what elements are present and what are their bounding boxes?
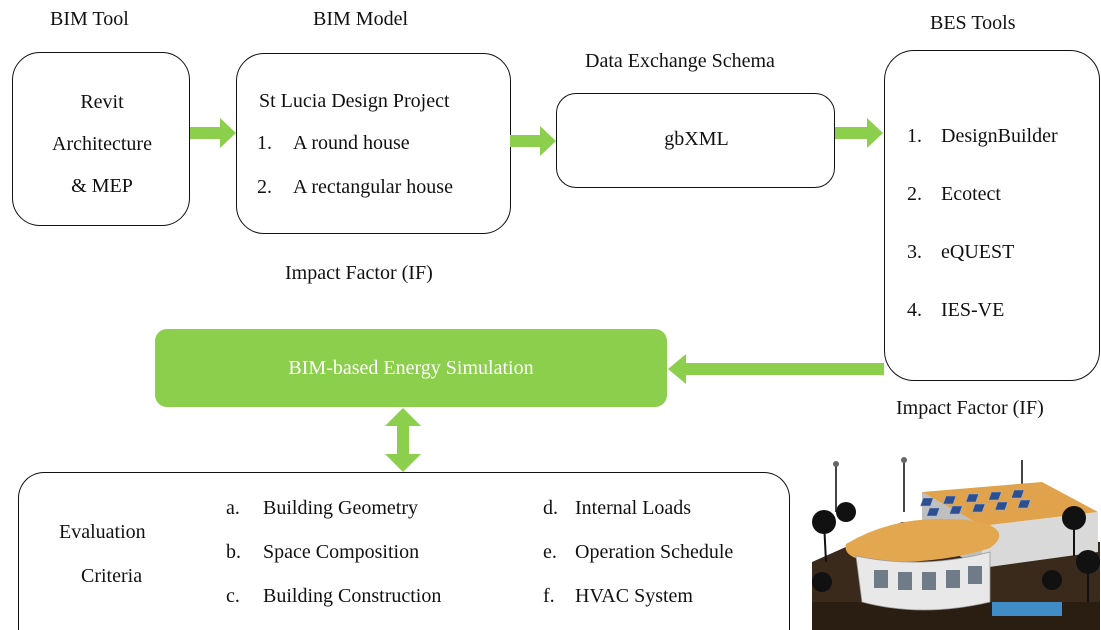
- criteria-d-text: Internal Loads: [575, 497, 692, 519]
- building-rendering-image: [812, 457, 1100, 630]
- bes-item-4-text: IES-VE: [941, 299, 1005, 321]
- gbxml-label: gbXML: [664, 128, 729, 150]
- impact-factor-label-1: Impact Factor (IF): [285, 262, 433, 284]
- bes-item-2-num: 2.: [907, 183, 922, 205]
- criteria-f-text: HVAC System: [575, 585, 693, 607]
- bim-model-box: St Lucia Design Project 1. A round house…: [236, 53, 511, 234]
- criteria-c-text: Building Construction: [263, 585, 442, 607]
- gbxml-box: gbXML: [556, 93, 835, 188]
- energy-simulation-box: BIM-based Energy Simulation: [155, 329, 667, 407]
- revit-line-3: & MEP: [71, 175, 133, 197]
- bes-item-1-num: 1.: [907, 125, 922, 147]
- model-item-2-num: 2.: [257, 176, 272, 198]
- criteria-a-letter: a.: [226, 497, 240, 519]
- criteria-a-text: Building Geometry: [263, 497, 418, 519]
- model-item-2-text: A rectangular house: [293, 176, 453, 198]
- bes-item-3-text: eQUEST: [941, 241, 1015, 263]
- criteria-e-text: Operation Schedule: [575, 541, 734, 563]
- header-bes-tools: BES Tools: [930, 12, 1016, 34]
- revit-box: Revit Architecture & MEP: [12, 52, 190, 226]
- criteria-b-text: Space Composition: [263, 541, 420, 563]
- criteria-d-letter: d.: [543, 497, 558, 519]
- evaluation-criteria-box: Evaluation Criteria a. Building Geometry…: [18, 472, 790, 630]
- criteria-title-line-1: Evaluation: [59, 521, 146, 543]
- bes-tools-box: 1. DesignBuilder 2. Ecotect 3. eQUEST 4.…: [884, 50, 1100, 381]
- criteria-e-letter: e.: [543, 541, 557, 563]
- bes-item-3-num: 3.: [907, 241, 922, 263]
- model-item-1-text: A round house: [293, 132, 410, 154]
- model-title: St Lucia Design Project: [259, 90, 450, 112]
- double-arrow-simulation-criteria: [385, 408, 421, 472]
- criteria-c-letter: c.: [226, 585, 240, 607]
- criteria-b-letter: b.: [226, 541, 241, 563]
- criteria-f-letter: f.: [543, 585, 555, 607]
- impact-factor-label-2: Impact Factor (IF): [896, 397, 1044, 419]
- bes-item-1-text: DesignBuilder: [941, 125, 1058, 147]
- revit-line-1: Revit: [80, 91, 124, 113]
- header-data-exchange-schema: Data Exchange Schema: [585, 50, 775, 72]
- arrow-bes-to-simulation: [668, 354, 884, 384]
- model-item-1-num: 1.: [257, 132, 272, 154]
- header-bim-tool: BIM Tool: [50, 8, 129, 30]
- header-bim-model: BIM Model: [313, 8, 408, 30]
- criteria-title-line-2: Criteria: [81, 565, 143, 587]
- arrow-revit-to-model: [190, 118, 236, 148]
- bes-item-2-text: Ecotect: [941, 183, 1001, 205]
- arrow-gbxml-to-bes: [835, 118, 883, 148]
- revit-line-2: Architecture: [52, 133, 152, 155]
- arrow-model-to-gbxml: [510, 126, 556, 156]
- bes-item-4-num: 4.: [907, 299, 922, 321]
